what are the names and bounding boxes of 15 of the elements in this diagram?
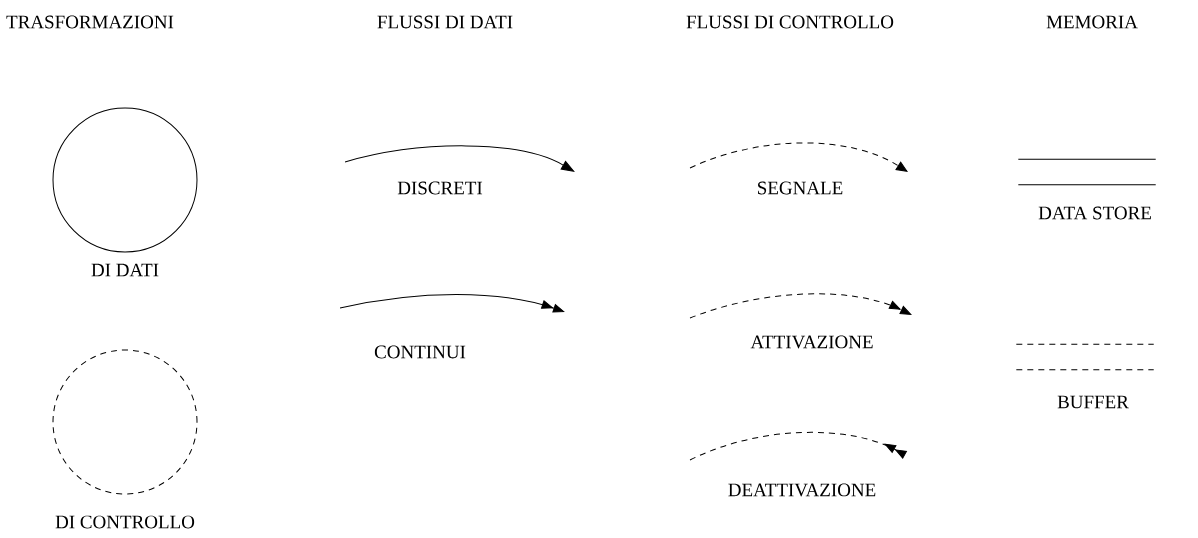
symbol-caption: DI CONTROLLO bbox=[55, 515, 195, 529]
column-heading: FLUSSI DI CONTROLLO bbox=[686, 15, 894, 29]
process-circle bbox=[52, 107, 198, 253]
symbol-caption: DEATTIVAZIONE bbox=[728, 483, 876, 497]
symbol-caption: ATTIVAZIONE bbox=[750, 335, 873, 349]
symbol-caption: SEGNALE bbox=[758, 181, 843, 195]
symbol-caption: DI DATI bbox=[91, 263, 159, 277]
column-heading: TRASFORMAZIONI bbox=[6, 15, 174, 29]
symbol-caption: DATA STORE bbox=[1038, 206, 1151, 220]
column-heading: FLUSSI DI DATI bbox=[377, 15, 513, 29]
symbol-caption: DISCRETI bbox=[397, 181, 483, 195]
symbol-caption: CONTINUI bbox=[374, 345, 466, 359]
symbol-caption: BUFFER bbox=[1057, 395, 1129, 409]
column-heading: MEMORIA bbox=[1046, 15, 1138, 29]
process-circle bbox=[52, 349, 198, 495]
